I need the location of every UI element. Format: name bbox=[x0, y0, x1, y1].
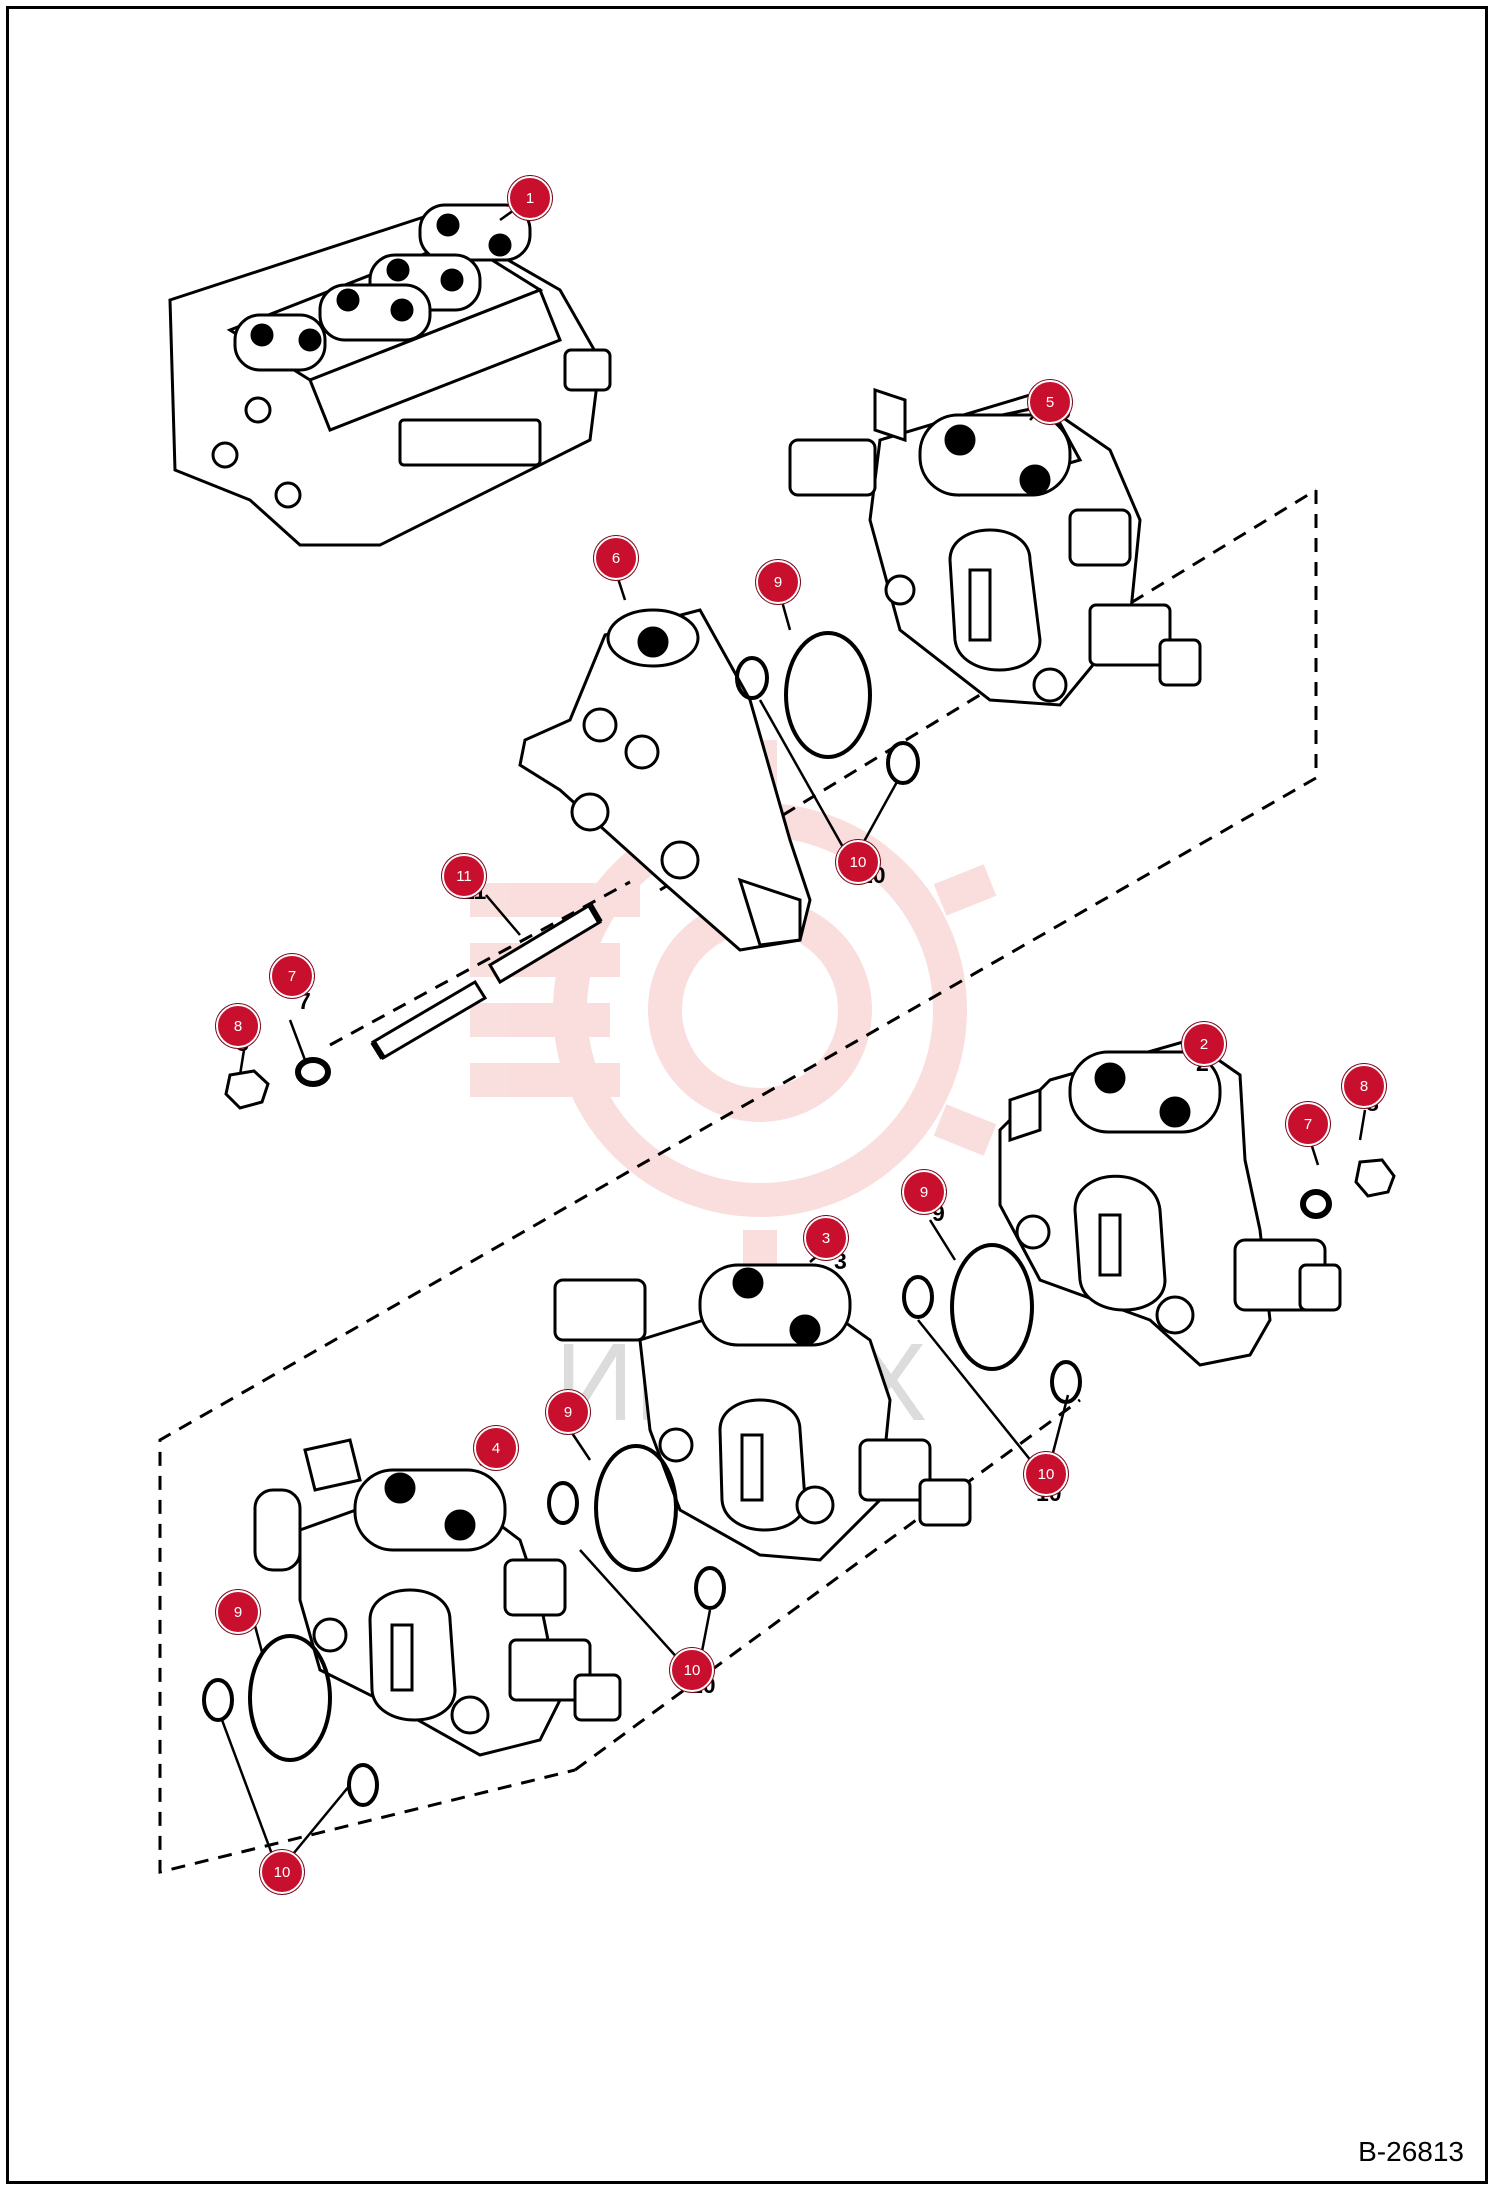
callout-part-11[interactable]: 11 bbox=[442, 854, 486, 898]
callout-part-9-right[interactable]: 9 bbox=[902, 1170, 946, 1214]
callout-part-7-left[interactable]: 7 bbox=[270, 954, 314, 998]
seal-rings-middle bbox=[547, 1444, 726, 1610]
callout-part-5[interactable]: 5 bbox=[1028, 380, 1072, 424]
callout-part-8-left[interactable]: 8 bbox=[216, 1004, 260, 1048]
callout-part-8-right[interactable]: 8 bbox=[1342, 1064, 1386, 1108]
seal-rings-upper bbox=[735, 631, 920, 785]
drawing-frame bbox=[6, 6, 1488, 2184]
end-cover-part-6 bbox=[518, 608, 812, 952]
callout-part-9-upper[interactable]: 9 bbox=[756, 560, 800, 604]
callout-part-6[interactable]: 6 bbox=[594, 536, 638, 580]
callout-part-10-right[interactable]: 10 bbox=[1024, 1452, 1068, 1496]
callout-part-10-upper[interactable]: 10 bbox=[836, 840, 880, 884]
leader-lines bbox=[220, 198, 1367, 1866]
seal-rings-mid-right bbox=[902, 1243, 1082, 1404]
valve-section-part-5 bbox=[788, 387, 1202, 707]
callout-part-7-right[interactable]: 7 bbox=[1286, 1102, 1330, 1146]
callout-part-10-middle[interactable]: 10 bbox=[670, 1648, 714, 1692]
callout-part-9-middle[interactable]: 9 bbox=[546, 1390, 590, 1434]
nut-washer-left bbox=[224, 1057, 331, 1110]
valve-assembly-part-1 bbox=[168, 203, 612, 547]
callout-part-10-lower[interactable]: 10 bbox=[260, 1850, 304, 1894]
valve-section-part-3 bbox=[553, 1263, 972, 1562]
callout-part-9-lower[interactable]: 9 bbox=[216, 1590, 260, 1634]
nut-washer-right bbox=[1300, 1158, 1396, 1219]
seal-rings-lower-left bbox=[202, 1634, 379, 1807]
tie-rod-part-11 bbox=[370, 902, 603, 1061]
valve-section-part-4 bbox=[253, 1438, 622, 1757]
callout-part-3[interactable]: 3 bbox=[804, 1216, 848, 1260]
drawing-number: B-26813 bbox=[1358, 2136, 1464, 2167]
callout-part-1[interactable]: 1 bbox=[508, 176, 552, 220]
callout-part-2[interactable]: 2 bbox=[1182, 1022, 1226, 1066]
inlet-section-part-2 bbox=[998, 1038, 1342, 1367]
callout-part-4[interactable]: 4 bbox=[474, 1426, 518, 1470]
